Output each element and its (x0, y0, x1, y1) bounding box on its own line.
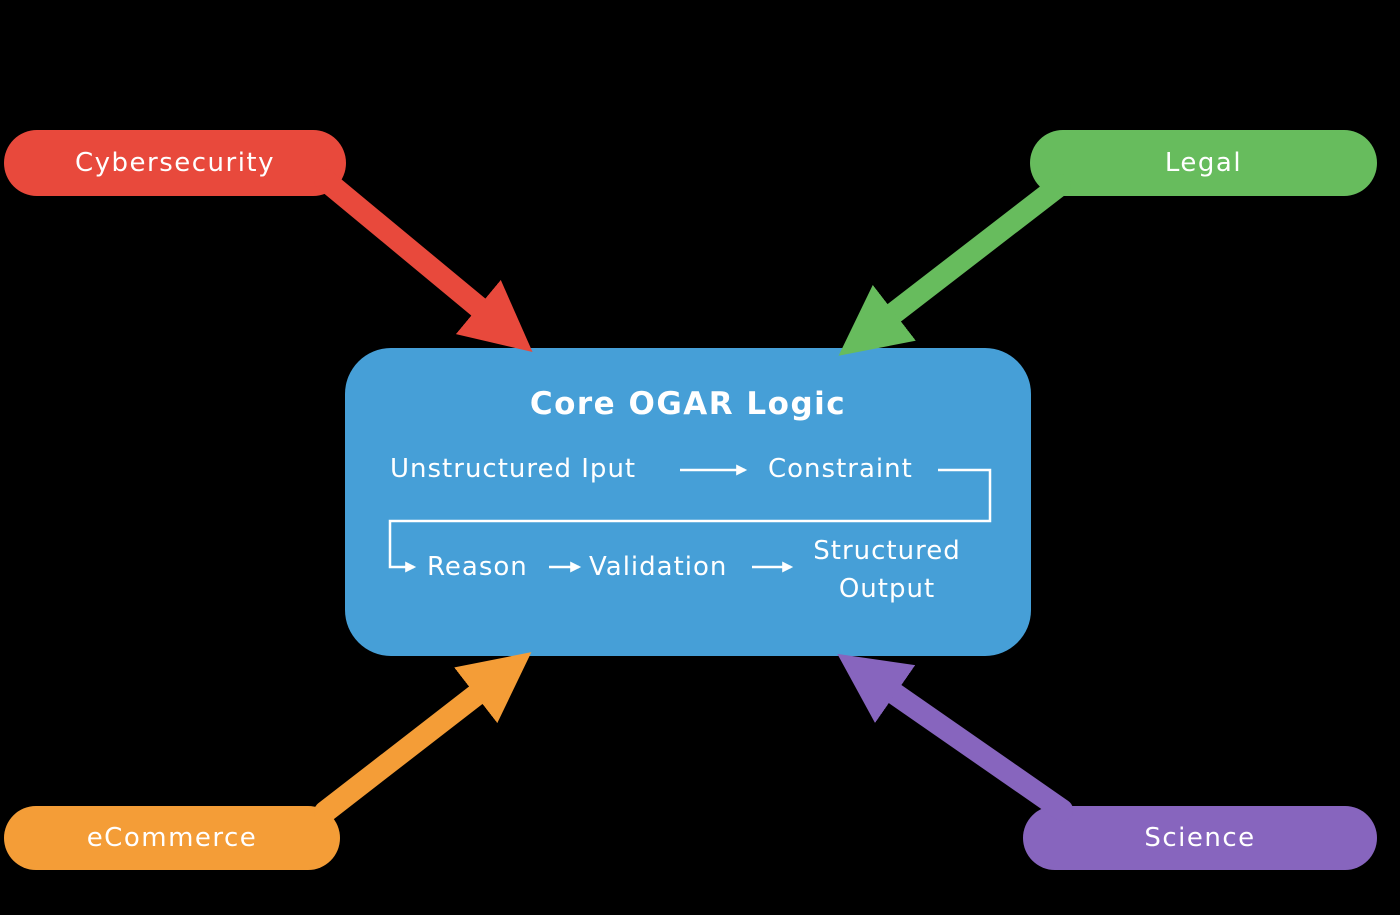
node-legal-label: Legal (1164, 148, 1243, 178)
flow-step-structured-output: Structured Output (792, 533, 982, 608)
flow-step-constraint: Constraint (768, 454, 913, 484)
node-legal: Legal (1030, 130, 1377, 196)
node-cybersecurity: Cybersecurity (4, 130, 346, 196)
flow-step-structured-output-line1: Structured (813, 536, 961, 566)
arrow-science-to-core (837, 653, 1073, 821)
node-science: Science (1023, 806, 1377, 870)
flow-step-reason: Reason (427, 552, 528, 582)
node-ecommerce-label: eCommerce (86, 823, 258, 853)
node-science-label: Science (1144, 823, 1256, 853)
flow-step-unstructured-input: Unstructured Iput (390, 454, 637, 484)
flow-step-validation: Validation (589, 552, 728, 582)
arrow-ecommerce-to-core (314, 652, 532, 823)
node-ecommerce: eCommerce (4, 806, 340, 870)
core-logic-title: Core OGAR Logic (529, 386, 847, 422)
arrow-legal-to-core (838, 174, 1071, 356)
arrow-cybersecurity-to-core (314, 169, 533, 352)
node-cybersecurity-label: Cybersecurity (74, 148, 276, 178)
flow-step-structured-output-line2: Output (838, 573, 936, 604)
